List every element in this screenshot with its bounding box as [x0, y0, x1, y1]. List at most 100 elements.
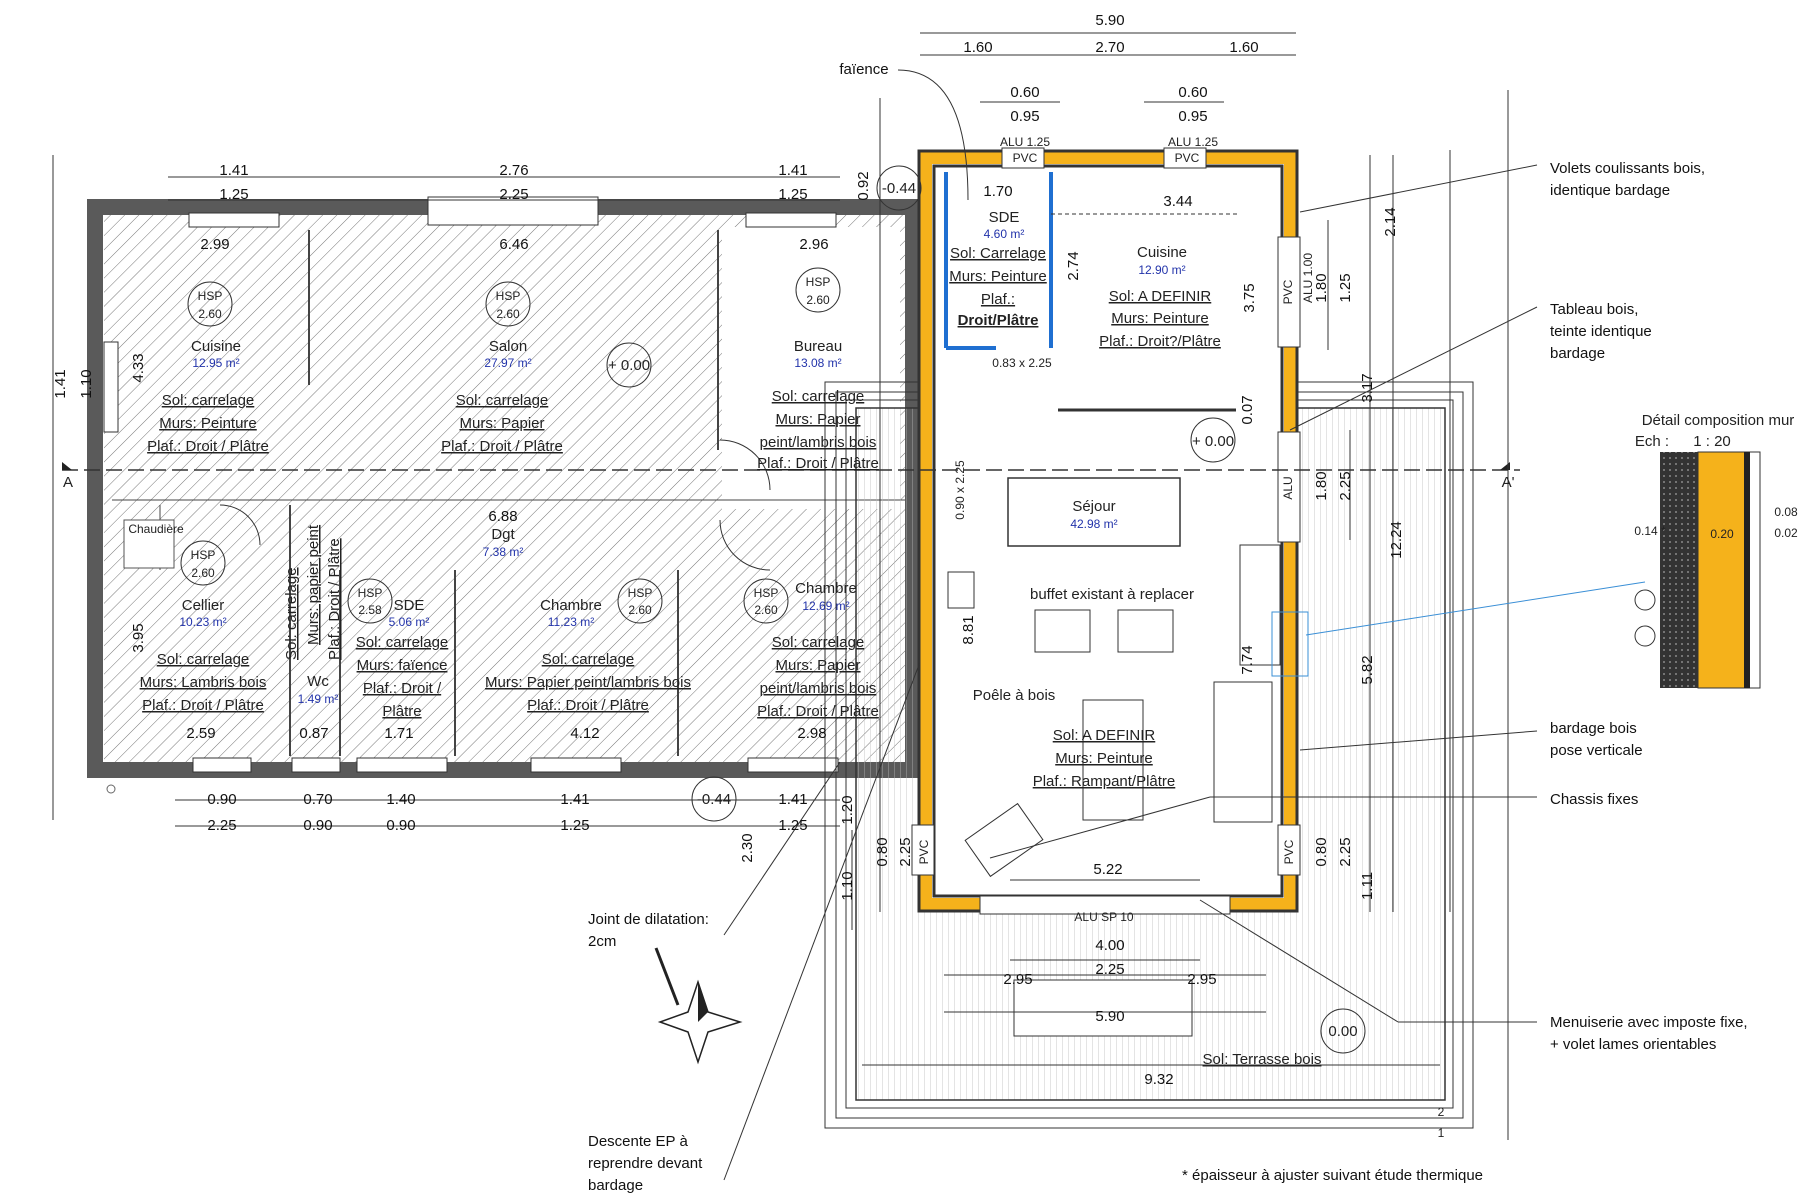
hsp-label: HSP — [191, 548, 216, 562]
dim-bottom-1: 0.70 — [303, 791, 332, 808]
terrace-dim: 5.90 — [1095, 1008, 1124, 1025]
room-plaf: Plaf.: Droit / Plâtre — [142, 697, 264, 714]
sejour-name: Séjour — [1072, 498, 1115, 515]
cuisine-murs: Murs: Peinture — [1111, 310, 1209, 327]
door-arc — [219, 504, 261, 546]
room-murs-2: peint/lambris bois — [760, 680, 877, 697]
room-name: Salon — [489, 338, 527, 355]
window-pvc — [1277, 824, 1301, 876]
cuisine-sol: Sol: A DEFINIR — [1109, 288, 1212, 305]
annotation-descente: reprendre devant — [588, 1155, 703, 1172]
detail-hole — [1634, 589, 1656, 611]
dim-top-left: 1.41 — [219, 162, 248, 179]
detail-masonry — [1660, 452, 1698, 688]
armchair-angled — [964, 802, 1044, 878]
dim-segment: 2.70 — [1095, 39, 1124, 56]
room-sol: Sol: carrelage — [772, 634, 865, 651]
dgt-name: Dgt — [491, 526, 515, 543]
dim-right: 1.25 — [1337, 273, 1354, 302]
room-area: 5.06 m² — [389, 615, 430, 629]
dim-top-center-2: 2.25 — [499, 186, 528, 203]
faience-leader — [897, 69, 969, 201]
sejour-sol: Sol: A DEFINIR — [1053, 727, 1156, 744]
dim-left-ext: 1.10 — [839, 871, 856, 900]
footnote: * épaisseur à ajuster suivant étude ther… — [1182, 1167, 1483, 1184]
terrace-dim: 2.95 — [1187, 971, 1216, 988]
room-murs-2: peint/lambris bois — [760, 434, 877, 451]
detail-title: Détail composition mur — [1642, 412, 1795, 429]
dim-left-ext: 0.92 — [855, 171, 872, 200]
alu-label: ALU 1.25 — [1168, 135, 1218, 149]
pvc-label: PVC — [1175, 151, 1200, 165]
room-sol: Sol: carrelage — [356, 634, 449, 651]
room-name: Cuisine — [191, 338, 241, 355]
sde-sol: Sol: Carrelage — [950, 245, 1046, 262]
terrace-table — [1013, 979, 1193, 1037]
dim-left: 4.33 — [130, 353, 147, 382]
room-name: Bureau — [794, 338, 842, 355]
existing-house — [87, 196, 921, 794]
level-marker: + 0.00 — [608, 357, 650, 374]
cuisine-area: 12.90 m² — [1138, 263, 1185, 277]
door-arc — [719, 519, 771, 571]
dim-window: 0.60 — [1010, 84, 1039, 101]
hsp-value: 2.60 — [754, 603, 778, 617]
alu-label: ALU 1.00 — [1301, 253, 1315, 303]
window — [745, 212, 837, 228]
window — [192, 757, 252, 773]
room-murs: Murs: Papier — [775, 657, 860, 674]
room-area: 11.23 m² — [548, 615, 594, 629]
buffet — [1239, 544, 1281, 666]
hsp-label: HSP — [496, 289, 521, 303]
window — [103, 341, 119, 433]
room-name: Cellier — [182, 597, 225, 614]
annotation-joint: 2cm — [588, 933, 616, 950]
annotation-chassis: Chassis fixes — [1550, 791, 1638, 808]
annotation-tableau: teinte identique — [1550, 323, 1652, 340]
dim-right: 1.11 — [1359, 872, 1376, 900]
cuisine-dim: 3.44 — [1163, 193, 1192, 210]
hsp-value: 2.60 — [496, 307, 520, 321]
index-mark: 1 — [1438, 1126, 1445, 1140]
terrace-sol: Sol: Terrasse bois — [1203, 1051, 1322, 1068]
room-murs: Murs: Papier — [459, 415, 544, 432]
terrace-level: 0.00 — [1328, 1023, 1357, 1040]
dim-window: 0.95 — [1178, 108, 1207, 125]
annotation-joint: Joint de dilatation: — [588, 911, 709, 928]
hsp-value: 2.60 — [198, 307, 222, 321]
annotation-tableau: bardage — [1550, 345, 1605, 362]
sde-murs: Murs: Peinture — [949, 268, 1047, 285]
sde-area: 4.60 m² — [984, 227, 1025, 241]
room-sol: Sol: carrelage — [542, 651, 635, 668]
dim-inner-top: 2.99 — [200, 236, 229, 253]
dim-inner-bottom: 0.87 — [299, 725, 328, 742]
cuisine-plaf: Plaf.: Droit?/Plâtre — [1099, 333, 1221, 350]
dim-left-ext: 2.25 — [897, 837, 914, 866]
room-area: 13.08 m² — [794, 356, 841, 370]
room-area: 10.23 m² — [179, 615, 226, 629]
dim-left: 1.10 — [78, 369, 95, 398]
compass-needle — [698, 982, 708, 1022]
room-area: 27.97 m² — [484, 356, 531, 370]
annotation-menuiserie: + volet lames orientables — [1550, 1036, 1716, 1053]
detail-scale-label: Ech : — [1635, 433, 1669, 450]
dim-274: 2.74 — [1065, 251, 1082, 280]
sejour-murs: Murs: Peinture — [1055, 750, 1153, 767]
dim-segment: 1.60 — [963, 39, 992, 56]
annotation-bardage: bardage bois — [1550, 720, 1637, 737]
alu-label: ALU — [1281, 476, 1295, 499]
dim-inner-bottom: 2.59 — [186, 725, 215, 742]
annotation-volets: Volets coulissants bois, — [1550, 160, 1705, 177]
room-murs: Murs: Lambris bois — [140, 674, 267, 691]
dim-right: 2.25 — [1337, 471, 1354, 500]
dim-segment: 1.60 — [1229, 39, 1258, 56]
window-alu — [1277, 431, 1301, 543]
annotation-menuiserie: Menuiserie avec imposte fixe, — [1550, 1014, 1748, 1031]
dgt-area: 7.38 m² — [483, 545, 524, 559]
pvc-label: PVC — [917, 839, 931, 864]
detail-airgap — [1744, 452, 1750, 688]
dim-inner-bottom: 1.71 — [384, 725, 413, 742]
hsp-label: HSP — [754, 586, 779, 600]
hsp-value: 2.60 — [806, 293, 830, 307]
